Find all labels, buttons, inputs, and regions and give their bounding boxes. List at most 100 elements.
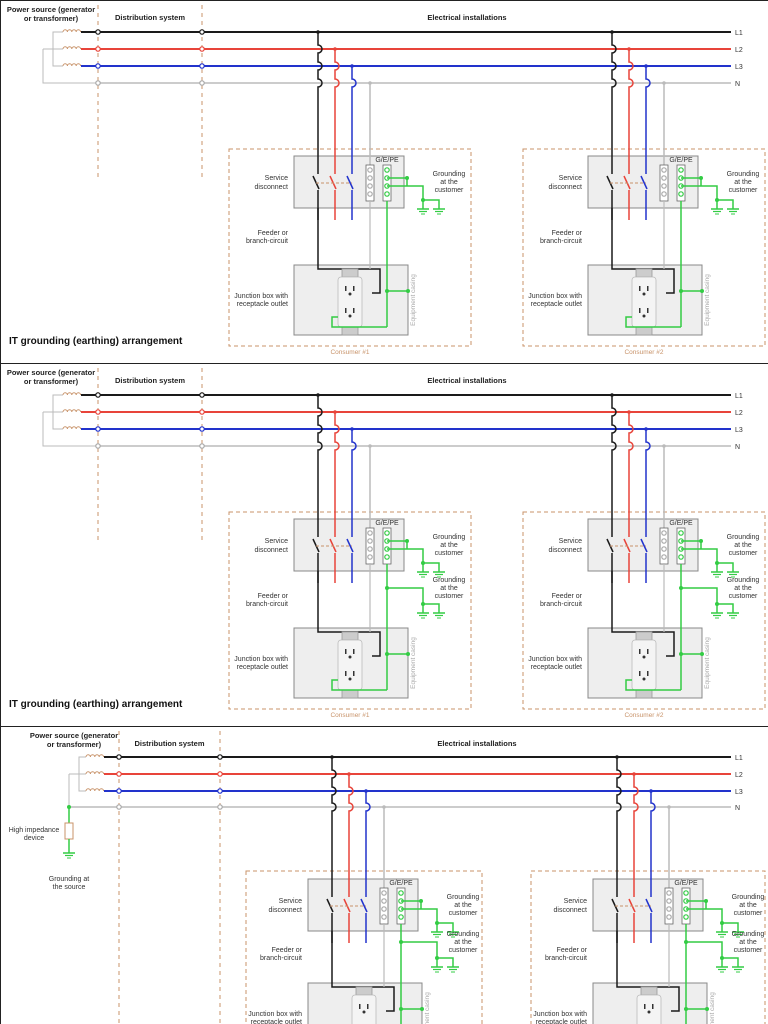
consumer-boundary xyxy=(228,511,472,710)
service-disconnect-label: Service xyxy=(559,538,582,545)
source-coil-2-icon xyxy=(85,771,105,775)
grounding-customer-label-3: customer xyxy=(734,910,763,917)
customer-ground-wire-b xyxy=(681,185,718,200)
outlet-slot xyxy=(647,649,649,654)
terminal-ring xyxy=(199,80,205,86)
second-ground-icon-2 xyxy=(732,961,744,973)
grounding-customer-label: Grounding xyxy=(732,894,765,901)
grounding-at-source-label: Grounding at xyxy=(49,876,90,883)
outlet-ground-hole xyxy=(362,1010,366,1014)
second-ground-icon-2 xyxy=(433,607,445,619)
outlet-face xyxy=(337,276,363,328)
service-disconnect-label: Service xyxy=(559,175,582,182)
terminal-ring xyxy=(217,754,223,760)
outlet-ground-hole xyxy=(642,292,646,296)
feeder-label: Feeder or xyxy=(557,947,588,954)
junction-box-label: Junction box with xyxy=(248,1011,302,1018)
junction-box-label-2: receptacle outlet xyxy=(531,664,582,671)
outlet-ground-hole xyxy=(348,292,352,296)
line-label-n: N xyxy=(735,81,740,88)
feeder-label-2: branch-circuit xyxy=(246,601,288,608)
customer-ground-wire-b xyxy=(681,548,718,563)
service-disconnect-label: Service xyxy=(265,538,288,545)
neutral-bus-terminal xyxy=(661,183,667,189)
second-ground-wire xyxy=(686,941,723,958)
ground-bus-terminal xyxy=(384,530,390,536)
outlet-slot xyxy=(345,308,347,313)
grounding-customer-label-3: customer xyxy=(729,187,758,194)
second-grounding-label-3: customer xyxy=(449,947,478,954)
feeder-label: Feeder or xyxy=(552,593,583,600)
neutral-bus-terminal xyxy=(367,167,373,173)
line-label-l2: L2 xyxy=(735,410,743,417)
switch-blade-3 xyxy=(346,175,354,190)
outlet-slot xyxy=(647,286,649,291)
grounding-customer-label-2: at the xyxy=(734,542,752,549)
ground-bus-terminal xyxy=(398,890,404,896)
outlet-ground-hole xyxy=(642,677,646,681)
customer-ground-icon-2 xyxy=(727,203,739,215)
feeder-label: Feeder or xyxy=(552,230,583,237)
feeder-label-2: branch-circuit xyxy=(540,601,582,608)
second-grounding-label-2: at the xyxy=(440,585,458,592)
customer-ground-icon-2 xyxy=(732,926,744,938)
feeder-label-2: branch-circuit xyxy=(246,238,288,245)
outlet-mount-top xyxy=(640,986,658,996)
line-label-n: N xyxy=(735,805,740,812)
receptacle-outlet-icon xyxy=(337,631,363,699)
consumer-2: Consumer #2ServicedisconnectG/E/PEGround… xyxy=(522,393,766,719)
consumer-1: Consumer #1ServicedisconnectG/E/PEGround… xyxy=(245,755,483,1024)
customer-ground-icon-1 xyxy=(417,566,429,578)
grounding-customer-label-3: customer xyxy=(435,550,464,557)
second-grounding-label-2: at the xyxy=(454,939,472,946)
terminal-ring xyxy=(217,788,223,794)
outlet-face xyxy=(631,639,657,691)
second-grounding-label: Grounding xyxy=(433,577,466,584)
second-ground-icon-1 xyxy=(716,961,728,973)
distribution-system-label: Distribution system xyxy=(115,376,185,385)
customer-ground-icon-1 xyxy=(716,926,728,938)
neutral-bus-terminal xyxy=(367,546,373,552)
customer-ground-icon-1 xyxy=(711,203,723,215)
junction-dot xyxy=(700,652,704,656)
terminal-ring xyxy=(95,426,101,432)
service-disconnect-label-2: disconnect xyxy=(269,907,303,914)
power-source xyxy=(42,29,98,84)
power-source xyxy=(68,754,105,807)
outlet-ground-wire xyxy=(625,679,681,691)
diagram-title: IT grounding (earthing) arrangement xyxy=(9,699,183,710)
high-impedance-label: High impedance xyxy=(9,827,60,834)
electrical-installations-label: Electrical installations xyxy=(427,13,506,22)
terminal-ring xyxy=(95,46,101,52)
junction-box-label-2: receptacle outlet xyxy=(237,301,288,308)
second-ground-wire xyxy=(401,941,438,958)
neutral-bus-terminal xyxy=(661,167,667,173)
terminal-ring xyxy=(199,443,205,449)
outlet-ground-hole xyxy=(642,655,646,659)
distribution-system-label: Distribution system xyxy=(134,739,204,748)
switch-blade-3 xyxy=(645,898,653,913)
service-disconnect-label-2: disconnect xyxy=(554,907,588,914)
neutral-bus-terminal xyxy=(666,898,672,904)
second-ground-split xyxy=(423,603,440,607)
tap-wire-3 xyxy=(365,791,371,897)
second-grounding-label: Grounding xyxy=(447,931,480,938)
tap-wire-3 xyxy=(351,66,357,174)
grounding-customer-label-2: at the xyxy=(440,542,458,549)
grounding-customer-label-3: customer xyxy=(449,910,478,917)
grounding-customer-label-3: customer xyxy=(729,550,758,557)
junction-box-label: Junction box with xyxy=(234,293,288,300)
customer-ground-icon-2 xyxy=(727,566,739,578)
outlet-mount-top xyxy=(635,268,653,278)
terminal-ring xyxy=(199,46,205,52)
feeder-label: Feeder or xyxy=(258,593,289,600)
consumer-label: Consumer #1 xyxy=(330,349,369,356)
second-ground-split xyxy=(722,957,739,961)
neutral-bus-terminal xyxy=(666,906,672,912)
junction-dot xyxy=(419,899,423,903)
outlet-slot xyxy=(353,671,355,676)
outlet-mount-bottom xyxy=(341,326,359,336)
